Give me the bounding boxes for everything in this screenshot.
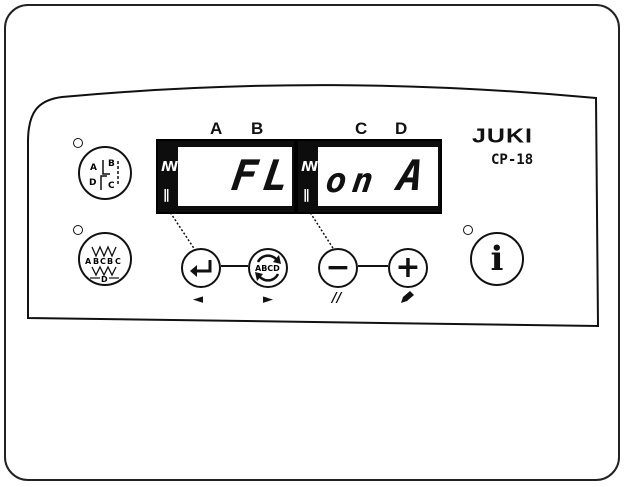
display-label-b: B [251, 119, 264, 138]
left-display: ꟿ ∥ FL [156, 139, 298, 214]
left-display-text: FL [228, 151, 299, 200]
minus-button[interactable]: − [318, 248, 358, 288]
indicator-led-info [463, 225, 473, 235]
display-label-a: A [210, 119, 223, 138]
overlap-stitch-pattern-icon: A B C B C D [85, 245, 121, 284]
plus-button[interactable]: + [388, 248, 428, 288]
pencil-icon [401, 291, 414, 303]
right-display-text-on: on [323, 161, 382, 201]
pattern-label-a: A [90, 163, 97, 173]
zigzag-stitch-icon: ꟿ [161, 160, 179, 175]
single-stitch-icon: ∥ [163, 188, 170, 203]
right-arrow-icon: ► [263, 292, 273, 307]
cycle-arrows-icon: ABCD [255, 254, 281, 282]
dotted-leader-left [165, 205, 200, 257]
abcd-cycle-label: ABCD [255, 264, 280, 273]
dotted-leader-right [305, 205, 339, 257]
right-screen: on A [318, 147, 438, 206]
overlap-label-b1: B [93, 257, 99, 266]
model-label: CP-18 [491, 152, 534, 168]
overlap-label-b2: B [107, 257, 113, 266]
double-slash-icon: // [332, 291, 342, 306]
pattern-label-c: C [108, 181, 115, 191]
info-button[interactable]: i [470, 232, 524, 286]
indicator-led-top-left [73, 138, 83, 148]
display-label-c: C [355, 119, 368, 138]
minus-icon: − [325, 250, 351, 285]
overlap-label-c2: C [115, 257, 121, 266]
zigzag-stitch-icon: ꟿ [301, 160, 319, 175]
pattern-abcd-button[interactable]: A B D C [78, 146, 132, 200]
pattern-overlap-button[interactable]: A B C B C D [78, 232, 132, 286]
right-display: ꟿ ∥ on A [296, 139, 442, 214]
right-display-text-a: A [394, 151, 433, 200]
overlap-label-c1: C [100, 257, 106, 266]
plus-icon: + [395, 250, 421, 285]
enter-arrow-icon [190, 260, 212, 277]
overlap-label-a: A [85, 257, 92, 266]
pattern-label-b: B [108, 159, 115, 169]
indicator-led-bottom-left [73, 225, 83, 235]
pattern-label-d: D [89, 178, 96, 188]
abcd-cycle-button[interactable]: ABCD [248, 248, 288, 288]
info-icon: i [490, 239, 504, 279]
single-stitch-icon: ∥ [303, 188, 310, 203]
display-label-d: D [395, 119, 408, 138]
left-screen: FL [178, 147, 298, 206]
reverse-stitch-pattern-icon: A B D C [89, 159, 119, 191]
juki-logo: JUKI [472, 124, 533, 148]
overlap-label-d: D [101, 275, 108, 284]
left-arrow-icon: ◄ [193, 292, 203, 307]
enter-button[interactable] [181, 248, 221, 288]
